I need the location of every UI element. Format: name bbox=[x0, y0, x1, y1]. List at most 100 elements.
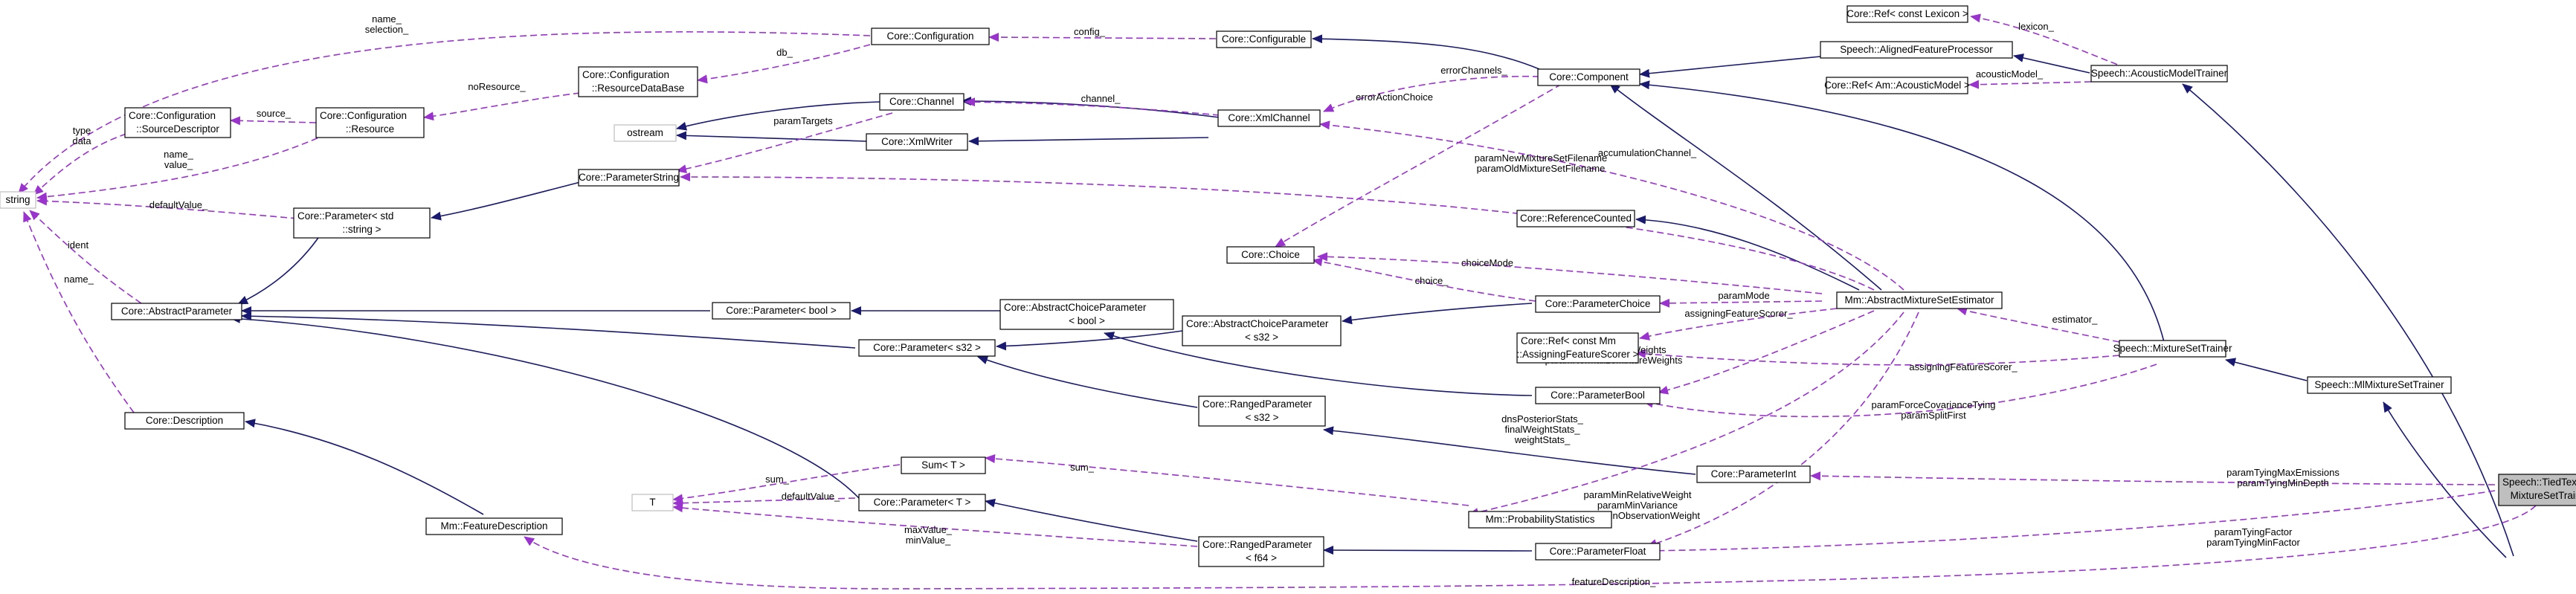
edge-label-tyingint: paramTyingMaxEmissions bbox=[2226, 467, 2340, 478]
edge-choice bbox=[1312, 257, 1536, 302]
class-node-refam[interactable]: Core::Ref< Am::AcousticModel > bbox=[1824, 77, 1970, 94]
class-node-description[interactable]: Core::Description bbox=[124, 412, 245, 430]
edge-cov bbox=[1643, 364, 2157, 418]
class-node-paramstring[interactable]: Core::ParameterString bbox=[578, 169, 680, 187]
class-node-abstractparam[interactable]: Core::AbstractParameter bbox=[111, 303, 242, 320]
edge-featdesc-to-description bbox=[245, 419, 484, 515]
class-node-paramint[interactable]: Core::ParameterInt bbox=[1696, 465, 1811, 483]
class-name-line: Speech::MixtureSetTrainer bbox=[2113, 343, 2232, 354]
class-name-line: Core::Choice bbox=[1241, 249, 1300, 260]
edge-label-namesel: selection_ bbox=[365, 24, 409, 35]
class-node-resdb[interactable]: Core::Configuration::ResourceDataBase bbox=[578, 66, 698, 97]
class-node-tied[interactable]: Speech::TiedTextDependentMixtureSetTrain… bbox=[2498, 474, 2576, 506]
class-node-configurable[interactable]: Core::Configurable bbox=[1216, 30, 1312, 48]
edge-tied-to-mlmixture bbox=[2383, 401, 2507, 558]
edge-acousticmodel bbox=[1968, 80, 2092, 89]
class-box bbox=[1535, 295, 1661, 313]
edge-sum bbox=[985, 454, 1469, 506]
class-name-line: Core::Channel bbox=[889, 96, 954, 107]
class-node-acps32[interactable]: Core::AbstractChoiceParameter< s32 > bbox=[1182, 315, 1342, 346]
class-node-configuration[interactable]: Core::Configuration bbox=[871, 28, 990, 45]
class-node-rangedf64[interactable]: Core::RangedParameter< f64 > bbox=[1198, 536, 1324, 567]
class-node-channel[interactable]: Core::Channel bbox=[879, 93, 965, 111]
class-node-afp[interactable]: Speech::AlignedFeatureProcessor bbox=[1820, 41, 2013, 59]
edge-tyingint bbox=[1810, 471, 2496, 485]
class-box bbox=[2307, 376, 2452, 394]
class-name-line: Core::RangedParameter bbox=[1202, 398, 1313, 410]
edge-label-maxmin: maxValue_ bbox=[904, 524, 953, 535]
class-node-choice[interactable]: Core::Choice bbox=[1226, 246, 1315, 264]
class-name-line: Core::Ref< const Mm bbox=[1521, 335, 1616, 346]
edge-label-paramtargets: paramTargets bbox=[773, 115, 833, 126]
edge-acps32-to-params32 bbox=[996, 330, 1183, 351]
class-node-probstats[interactable]: Mm::ProbabilityStatistics bbox=[1468, 511, 1612, 529]
edge-paramstring-to-paramstd bbox=[431, 178, 596, 221]
class-name-line: Mm::AbstractMixtureSetEstimator bbox=[1844, 294, 1994, 306]
class-node-ostream[interactable]: ostream bbox=[614, 124, 677, 142]
class-node-params32[interactable]: Core::Parameter< s32 > bbox=[858, 339, 996, 357]
class-node-refcounted[interactable]: Core::ReferenceCounted bbox=[1516, 210, 1635, 227]
class-node-xmlchannel[interactable]: Core::XmlChannel bbox=[1217, 109, 1321, 127]
edge-amtrainer-to-afp bbox=[2013, 54, 2090, 74]
class-node-xmlwriter[interactable]: Core::XmlWriter bbox=[866, 133, 968, 151]
edge-afs2 bbox=[1635, 349, 2120, 366]
edge-tied-to-amtrainer bbox=[2182, 83, 2514, 557]
class-node-t[interactable]: T bbox=[631, 494, 674, 511]
class-name-line: Core::Parameter< std bbox=[297, 210, 393, 222]
class-name-line: Core::Configuration bbox=[129, 110, 216, 121]
edge-paramfloat-to-rangedf64 bbox=[1323, 546, 1533, 555]
edge-afp-to-component bbox=[1639, 56, 1821, 78]
class-node-refafs[interactable]: Core::Ref< const Mm::AssigningFeatureSco… bbox=[1516, 332, 1639, 364]
edge-label-filenames: paramNewMixtureSetFilename bbox=[1475, 152, 1607, 164]
class-node-component[interactable]: Core::Component bbox=[1537, 68, 1640, 86]
class-node-paramchoice[interactable]: Core::ParameterChoice bbox=[1535, 295, 1661, 313]
class-node-srcdesc[interactable]: Core::Configuration::SourceDescriptor bbox=[124, 107, 231, 138]
class-box bbox=[1846, 5, 1968, 23]
class-name-line: Core::XmlChannel bbox=[1228, 112, 1310, 123]
edge-label-name2: name_ bbox=[64, 274, 94, 285]
class-node-amtrain[interactable]: Speech::AcousticModelTrainer bbox=[2090, 65, 2228, 83]
class-name-line: ostream bbox=[627, 127, 663, 138]
edge-xmlchannel-to-xmlwriter bbox=[968, 136, 1209, 146]
class-node-ranged32[interactable]: Core::RangedParameter< s32 > bbox=[1198, 396, 1326, 427]
class-node-resource[interactable]: Core::Configuration::Resource bbox=[315, 107, 425, 138]
class-name-line: ::ResourceDataBase bbox=[592, 83, 685, 94]
class-node-mixtrain[interactable]: Speech::MixtureSetTrainer bbox=[2113, 340, 2232, 358]
edge-tyingfloat bbox=[1646, 490, 2496, 555]
class-box bbox=[879, 93, 965, 111]
class-node-featdesc[interactable]: Mm::FeatureDescription bbox=[425, 517, 563, 535]
edge-mlmixture-to-mixtrain bbox=[2225, 358, 2308, 381]
class-box bbox=[315, 107, 425, 138]
class-name-line: Core::Parameter< bool > bbox=[726, 305, 837, 316]
class-node-acpbool[interactable]: Core::AbstractChoiceParameter< bool > bbox=[999, 299, 1174, 330]
class-box bbox=[1468, 511, 1612, 529]
class-name-line: Core::AbstractParameter bbox=[121, 306, 233, 317]
edge-label-errchannels: errorChannels_ bbox=[1440, 65, 1507, 76]
class-node-parambool[interactable]: Core::ParameterBool bbox=[1535, 387, 1661, 404]
class-name-line: Core::Parameter< T > bbox=[874, 497, 971, 508]
class-node-mlmix[interactable]: Speech::MlMixtureSetTrainer bbox=[2307, 376, 2452, 394]
class-node-paramfloat[interactable]: Core::ParameterFloat bbox=[1535, 543, 1661, 561]
edge-lexicon bbox=[1970, 13, 2128, 69]
class-name-line: < bool > bbox=[1069, 315, 1105, 326]
class-box bbox=[901, 456, 986, 474]
class-name-line: string bbox=[5, 194, 30, 205]
class-node-abmse[interactable]: Mm::AbstractMixtureSetEstimator bbox=[1836, 291, 2003, 309]
edge-abmse-to-component bbox=[1609, 83, 1882, 291]
edge-label-choice: choice_ bbox=[1415, 275, 1449, 286]
edge-typedata bbox=[33, 133, 127, 196]
class-box bbox=[1216, 30, 1312, 48]
edge-stats bbox=[1468, 311, 1904, 517]
class-node-reflex[interactable]: Core::Ref< const Lexicon > bbox=[1846, 5, 1968, 23]
class-box bbox=[1516, 210, 1635, 227]
class-box bbox=[1696, 465, 1811, 483]
class-node-string[interactable]: string bbox=[0, 191, 36, 209]
class-node-paramstd[interactable]: Core::Parameter< std::string > bbox=[293, 207, 431, 239]
edge-label-default_str: defaultValue_ bbox=[149, 199, 208, 210]
edge-xmlchannel-to-channel bbox=[961, 97, 1220, 118]
class-name-line: Speech::MlMixtureSetTrainer bbox=[2314, 379, 2444, 390]
class-node-parambool-t[interactable]: Core::Parameter< bool > bbox=[712, 302, 851, 320]
class-node-sumt[interactable]: Sum< T > bbox=[901, 456, 986, 474]
class-box bbox=[999, 299, 1174, 330]
class-node-paramt[interactable]: Core::Parameter< T > bbox=[858, 494, 986, 511]
